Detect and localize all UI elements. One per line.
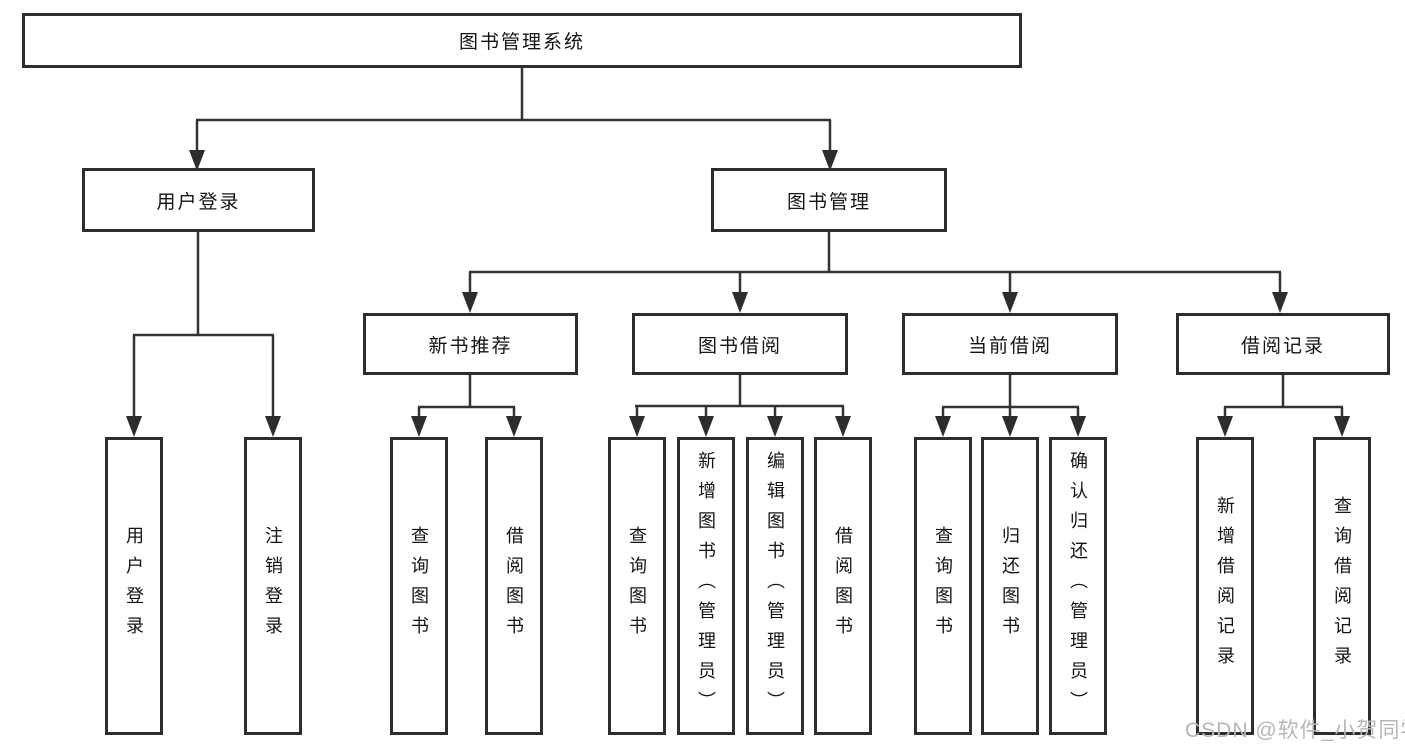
leaf-query-books-borrowing-label: 查询图书 — [627, 526, 647, 646]
leaf-confirm-return-admin-label: 确认归还（管理员） — [1068, 451, 1088, 721]
leaf-return-books: 归还图书 — [981, 437, 1039, 735]
leaf-add-borrow-record: 新增借阅记录 — [1196, 437, 1254, 735]
leaf-edit-books-admin: 编辑图书（管理员） — [746, 437, 804, 735]
node-current-borrowing-label: 当前借阅 — [967, 335, 1052, 357]
leaf-borrow-books-recommend-label: 借阅图书 — [504, 526, 524, 646]
leaf-query-borrow-record-label: 查询借阅记录 — [1332, 496, 1352, 676]
node-user-login: 用户登录 — [82, 168, 315, 232]
leaf-query-books-current: 查询图书 — [914, 437, 972, 735]
leaf-confirm-return-admin: 确认归还（管理员） — [1049, 437, 1107, 735]
leaf-add-books-admin-label: 新增图书（管理员） — [696, 451, 716, 721]
leaf-borrow-books: 借阅图书 — [814, 437, 872, 735]
node-borrow-records: 借阅记录 — [1176, 313, 1390, 375]
leaf-query-books-borrowing: 查询图书 — [608, 437, 666, 735]
leaf-query-borrow-record: 查询借阅记录 — [1313, 437, 1371, 735]
node-book-management-label: 图书管理 — [786, 191, 871, 213]
node-book-borrowing: 图书借阅 — [632, 313, 848, 375]
leaf-borrow-books-recommend: 借阅图书 — [485, 437, 543, 735]
node-borrow-records-label: 借阅记录 — [1240, 335, 1325, 357]
leaf-add-books-admin: 新增图书（管理员） — [677, 437, 735, 735]
node-root-label: 图书管理系统 — [458, 32, 585, 53]
leaf-edit-books-admin-label: 编辑图书（管理员） — [765, 451, 785, 721]
node-current-borrowing: 当前借阅 — [902, 313, 1118, 375]
leaf-logout: 注销登录 — [244, 437, 302, 735]
leaf-add-borrow-record-label: 新增借阅记录 — [1215, 496, 1235, 676]
node-root: 图书管理系统 — [22, 13, 1022, 68]
leaf-query-books-current-label: 查询图书 — [933, 526, 953, 646]
leaf-user-login: 用户登录 — [105, 437, 163, 735]
node-new-book-recommend-label: 新书推荐 — [428, 335, 513, 357]
node-new-book-recommend: 新书推荐 — [363, 313, 578, 375]
leaf-query-books-recommend: 查询图书 — [390, 437, 448, 735]
leaf-borrow-books-label: 借阅图书 — [833, 526, 853, 646]
arrowheads — [126, 150, 1350, 437]
csdn-watermark: CSDN @软件_小贺同学 — [1185, 719, 1405, 742]
leaf-query-books-recommend-label: 查询图书 — [409, 526, 429, 646]
node-book-borrowing-label: 图书借阅 — [697, 335, 782, 357]
leaf-return-books-label: 归还图书 — [1000, 526, 1020, 646]
node-book-management: 图书管理 — [711, 168, 947, 232]
leaf-user-login-label: 用户登录 — [124, 526, 144, 646]
leaf-logout-label: 注销登录 — [263, 526, 283, 646]
node-user-login-label: 用户登录 — [156, 191, 241, 213]
